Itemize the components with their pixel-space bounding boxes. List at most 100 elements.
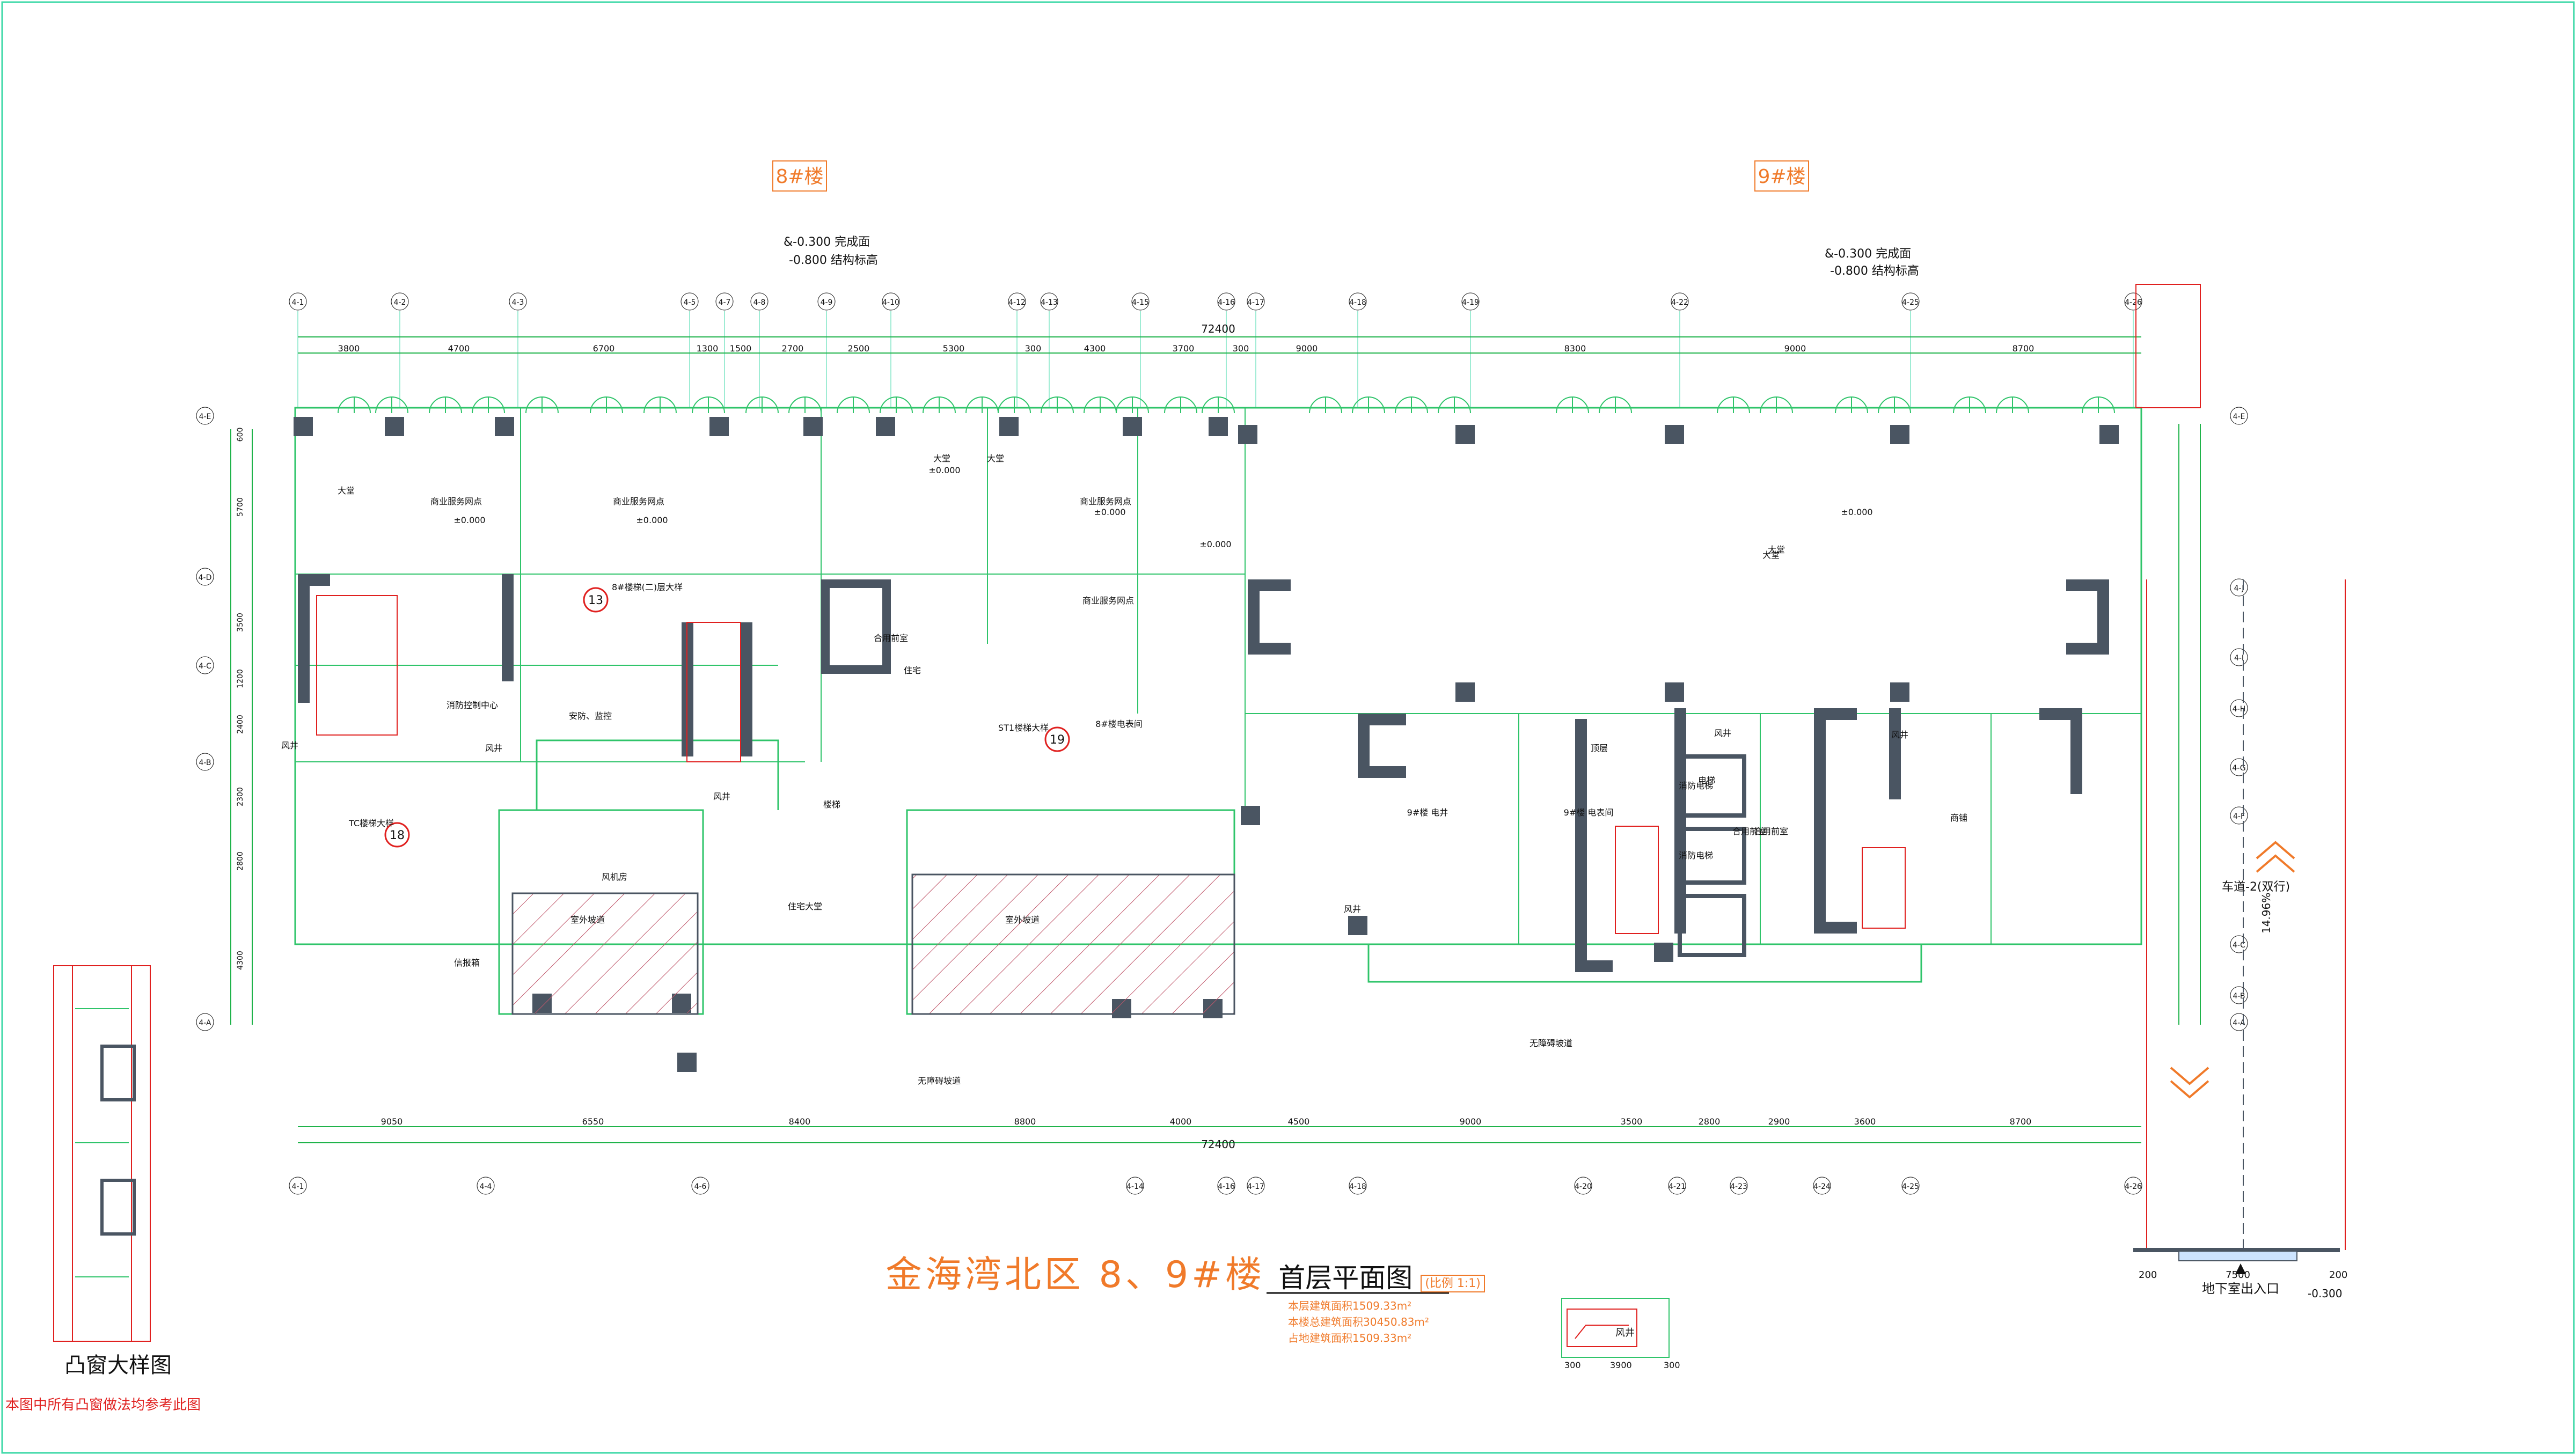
room-label-9: 风井 <box>1714 728 1731 738</box>
door-arc <box>1454 396 1471 414</box>
door-arc <box>1615 396 1632 414</box>
room-label: 信报箱 <box>454 958 480 968</box>
axis-marker-right: 4-G <box>2230 758 2248 776</box>
axis-marker-right: 4-J <box>2230 578 2248 597</box>
door-arc <box>1180 396 1197 414</box>
door-arc <box>2098 396 2115 414</box>
callout-18-num: 18 <box>390 829 405 842</box>
building-8-label: 8#楼 <box>775 166 823 188</box>
door-arc <box>804 396 822 414</box>
elev-struct-9: -0.800 结构标高 <box>1830 264 1919 278</box>
dim-label-top: 4700 <box>448 343 470 354</box>
room-label: 安防、监控 <box>569 711 612 721</box>
title-sub: 首层平面图 <box>1278 1262 1413 1294</box>
column <box>1123 417 1142 436</box>
axis-marker-right: 4-F <box>2230 806 2248 825</box>
door-arc <box>837 396 854 414</box>
axis-markers-right: 4-E4-J4-I4-H4-G4-F4-C4-B4-A <box>2230 407 2248 1031</box>
detail-callouts: 13 8#楼梯(二)层大样 18 TC楼梯大样 19 ST1楼梯大样 <box>348 582 1070 848</box>
axis-marker-bottom: 4-23 <box>1730 1177 1748 1195</box>
room-label: ±0.000 <box>636 515 668 525</box>
bottom-elev-label: -0.300 <box>2308 1287 2342 1300</box>
door-arc <box>762 396 779 414</box>
column <box>876 417 895 436</box>
elev-finish-9: &-0.300 完成面 <box>1825 247 1911 261</box>
axis-label: 4-7 <box>719 298 731 307</box>
door-arc <box>1760 396 1777 414</box>
axis-label: 4-2 <box>394 298 406 307</box>
axis-label: 4-J <box>2234 584 2244 593</box>
dim-top-total: 72400 <box>1201 322 1235 335</box>
door-arc <box>1368 396 1385 414</box>
dim-label-left: 1200 <box>236 669 245 688</box>
room-label: 9#楼 电表间 <box>1564 807 1614 818</box>
door-arc <box>965 396 983 414</box>
axis-marker-top: 4-13 <box>1040 292 1058 408</box>
door-arc <box>1776 396 1793 414</box>
dim-label-top: 5300 <box>943 343 965 354</box>
ramp-slope-label: 14.96% <box>2260 893 2273 934</box>
door-arc <box>1878 396 1895 414</box>
axis-marker-top: 4-26 <box>2124 292 2142 408</box>
axis-label: 4-A <box>2233 1019 2245 1027</box>
axis-marker-top: 4-3 <box>509 292 527 408</box>
axis-marker-top: 4-9 <box>817 292 836 408</box>
door-arc <box>745 396 763 414</box>
room-label: 无障碍坡道 <box>1529 1038 1572 1048</box>
ramp-dim-2: 7500 <box>2226 1269 2250 1281</box>
dimension-lines <box>230 336 2201 1143</box>
door-arc <box>1014 396 1031 414</box>
room-label-9: 大堂 <box>1762 550 1780 560</box>
callout-13-num: 13 <box>588 594 603 607</box>
dim-label-left: 3500 <box>236 613 245 632</box>
column <box>1455 425 1475 444</box>
room-label: 商业服务网点 <box>1082 596 1134 606</box>
room-label: 合用前室 <box>1732 826 1767 836</box>
column <box>677 1053 697 1072</box>
dim-label-bottom: 2900 <box>1768 1116 1790 1127</box>
room-label: ±0.000 <box>928 465 960 475</box>
dim-label-bottom: 8400 <box>789 1116 811 1127</box>
axis-marker-top: 4-22 <box>1671 292 1689 408</box>
door-arc <box>1100 396 1117 414</box>
axis-marker-top: 4-1 <box>289 292 307 408</box>
door-arc <box>1572 396 1589 414</box>
room-label: 顶层 <box>1591 743 1608 753</box>
axis-markers-left: 4-E4-D4-C4-B4-A <box>196 407 214 1031</box>
dim-label-top: 8300 <box>1564 343 1586 354</box>
dim-label-top: 1300 <box>697 343 719 354</box>
room-label-9: 消防电梯 <box>1679 850 1713 861</box>
column <box>1665 682 1684 702</box>
interior-partitions <box>295 408 2141 944</box>
axis-label: 4-18 <box>1349 298 1366 307</box>
axis-marker-right: 4-C <box>2230 935 2248 953</box>
room-label: 合用前室 <box>874 633 908 643</box>
axis-label: 4-25 <box>1902 1182 1919 1191</box>
axis-marker-top: 4-5 <box>680 292 699 408</box>
axis-marker-top: 4-19 <box>1461 292 1480 408</box>
dim-label-bottom: 6550 <box>582 1116 604 1127</box>
room-label: 大堂 <box>987 453 1004 464</box>
door-arc <box>606 396 623 414</box>
axis-label: 4-12 <box>1008 298 1026 307</box>
room-label: ±0.000 <box>1094 507 1125 517</box>
room-label: 风井 <box>713 791 730 802</box>
door-arc <box>880 396 897 414</box>
axis-label: 4-26 <box>2125 298 2142 307</box>
axis-label: 4-1 <box>292 1182 304 1191</box>
stairs <box>316 595 1906 934</box>
room-label: 8#楼电表间 <box>1095 719 1143 729</box>
dim-label-top: 9000 <box>1296 343 1318 354</box>
column <box>1348 916 1367 935</box>
bay-window-detail-title: 凸窗大样图 <box>64 1353 172 1378</box>
axis-label: 4-16 <box>1218 1182 1235 1191</box>
door-arc <box>488 396 505 414</box>
axis-label: 4-E <box>199 413 211 421</box>
column <box>999 417 1019 436</box>
axis-marker-left: 4-B <box>196 753 214 771</box>
elev-finish-8: &-0.300 完成面 <box>784 236 870 249</box>
